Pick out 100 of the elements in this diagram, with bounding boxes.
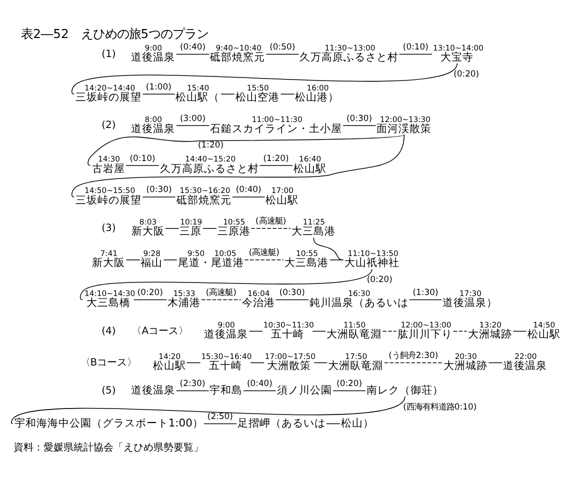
connector [314,362,328,364]
connector [408,299,442,300]
connector [164,228,180,229]
node-label: 22:00 [514,352,537,361]
connector [202,228,217,229]
edge-label: (2:30) [180,378,206,388]
edge-label: (0:40) [236,184,262,194]
label: (2) [102,120,116,132]
edge-label: (0:10) [130,152,156,163]
label: 〈Bコース〉 [80,357,138,368]
connector [312,330,326,332]
connector [201,299,242,300]
node-text: 石鎚スカイライン・土小屋 [210,122,342,135]
connector [243,390,276,392]
node-text: 福山 [140,256,163,270]
node-text: 砥部焼窯元 [210,50,266,64]
node-label: 13:20 [479,320,502,330]
node-text: 松山港） [295,90,340,104]
node-label: 10:55 [223,218,246,227]
connector [71,134,405,198]
node-text: 松山駅 [293,162,326,175]
node-label: 11:10~13:50 [348,249,398,258]
node-text: 宇和島 [210,384,243,397]
connector [204,423,237,424]
edge-label: (2:50) [207,410,233,421]
node-label: 12:00~13:30 [380,114,431,124]
node-label: 8:03 [139,218,157,227]
edge-label: (0:50) [270,41,296,52]
node-text: 面河渓散策 [376,122,432,135]
node-text: 道後温泉） [442,296,498,310]
edge-label: (1:30) [412,287,438,298]
label: 資料：愛媛県統計協会「えひめ県勢要覧」 [14,442,204,454]
node-text: 肱川川下り [397,328,452,341]
edge-label: (1:20) [263,152,289,163]
node-text: 大洲城跡 [468,328,512,341]
node-label: 11:30~13:00 [324,43,376,52]
node-text: 宇和海海中公園（グラスボート1:00） [14,416,204,430]
node-label: 9:00 [218,320,235,330]
connector [176,54,210,55]
node-label: 10:55 [296,249,318,258]
edge-label: (0:30) [146,184,172,194]
edge-label: (0:30) [279,287,305,298]
node-label: 12:00~13:00 [400,320,452,330]
node-label: 14:20~14:40 [84,83,136,92]
connector [280,94,295,95]
connector [266,54,299,55]
connector [382,330,397,332]
edge-label: (西海有料道路0:10) [403,401,477,412]
label: 〈Aコース〉 [132,326,189,337]
node-label: 20:30 [454,352,477,361]
node-text: 松山空港 [235,90,280,104]
edge-label: (0:20) [336,378,362,388]
connector [250,228,291,229]
node-label: 15:50 [246,83,269,92]
node-text: 三坂峠の展望 [76,90,142,104]
connector [512,330,527,332]
node-label: 14:30 [98,154,120,164]
connector [176,390,210,392]
node-text: 大洲臥竜淵 [326,328,382,341]
edge-label: (高速艇) [206,287,236,298]
node-label: 14:40~15:20 [185,154,236,164]
node-label: 11:00~11:30 [252,114,302,124]
node-text: 大三島橋 [86,296,130,310]
node-text: 大洲臥竜淵 [328,359,384,372]
connector [80,268,372,300]
edge-label: (0:20) [137,287,163,298]
node-text: 大三島港 [284,256,328,270]
edge-label: (高速艇) [248,247,280,258]
connector [326,423,340,424]
connector [142,196,176,198]
diagram-title: 表2―52 えひめの旅5つのプラン [21,26,209,41]
node-text: 南レク（御荘） [366,384,444,397]
connector [488,362,503,364]
node-label: 10:19 [180,218,202,227]
connector [249,330,263,332]
node-label: 17:00 [271,186,294,196]
node-label: 17:30 [459,288,482,298]
node-text: 足摺岬（あるいは [237,416,326,430]
edge-label: (1:00) [146,81,172,92]
connector [259,165,293,166]
node-label: 17:50 [345,352,368,361]
edge-label: (高速艇) [256,216,286,226]
node-text: 砥部焼窯元 [176,193,232,206]
node-label: 13:10~14:00 [432,43,484,52]
node-label: 16:30 [348,288,370,298]
edge-label: (0:20) [366,274,392,284]
node-text: 須ノ川公園 [276,384,332,397]
edge-label: (0:20) [454,68,480,78]
node-label: 7:41 [100,249,118,258]
edge-label: (う飼舟2:30) [388,350,438,360]
node-text: 五十崎 [208,359,242,372]
node-text: 松山） [340,416,374,430]
node-text: 大洲城跡 [443,359,488,372]
node-label: 11:25 [302,218,325,227]
node-text: 鈍川温泉（あるいは [309,296,408,310]
label: (1) [102,48,116,60]
connector [275,299,309,300]
node-text: 大三島港 [291,224,336,238]
connector [398,54,432,55]
node-text: 三原港 [217,224,250,238]
